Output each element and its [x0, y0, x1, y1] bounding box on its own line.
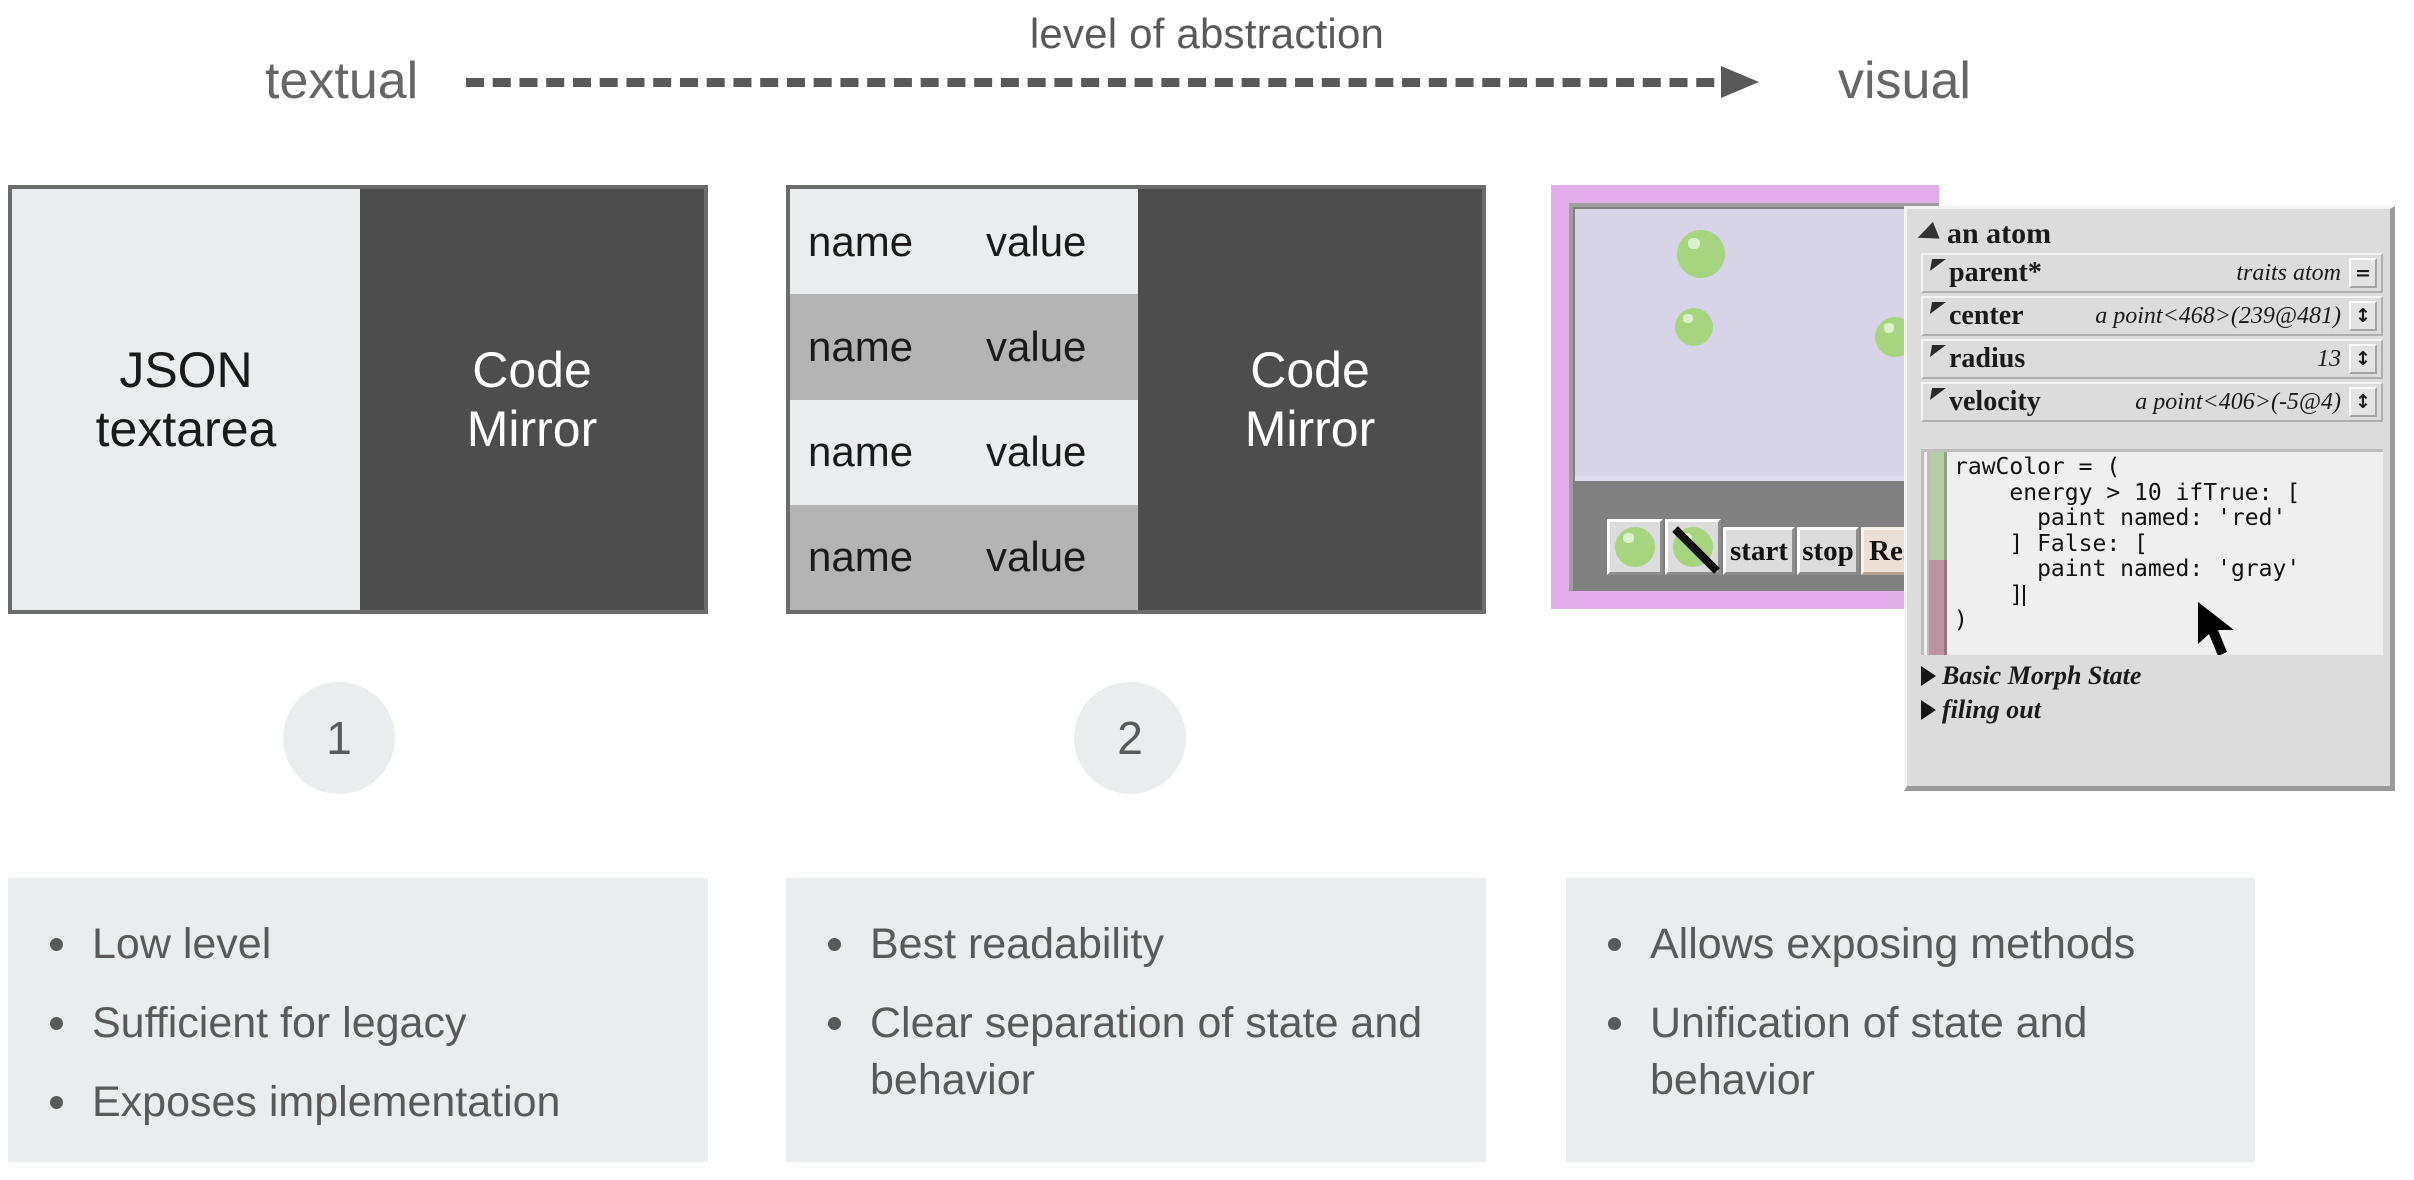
gutter-pink-band — [1929, 560, 1947, 655]
field-value: a point<406>(-5@4) — [2135, 388, 2341, 415]
bullet-box-3: Allows exposing methods Unification of s… — [1566, 878, 2255, 1162]
atom-icon — [1615, 527, 1655, 567]
object-inspector-window[interactable]: an atom parent* traits atom = center a p… — [1904, 206, 2395, 791]
table-cell-value: value — [986, 428, 1087, 476]
field-grip-icon[interactable]: ↕ — [2349, 387, 2377, 417]
table-cell-value: value — [986, 533, 1087, 581]
bullet-box-2: Best readability Clear separation of sta… — [786, 878, 1486, 1162]
inspector-field-parent[interactable]: parent* traits atom = — [1921, 253, 2383, 293]
list-item: Best readability — [828, 916, 1456, 973]
panel-name-value-table: name value name value name value name va… — [786, 185, 1486, 614]
field-grip-icon[interactable]: ↕ — [2349, 344, 2377, 374]
atom-morph[interactable] — [1675, 308, 1713, 346]
expander-label: filing out — [1942, 695, 2041, 724]
expander-label: Basic Morph State — [1942, 661, 2142, 690]
field-value: traits atom — [2236, 259, 2341, 286]
expander-basic-morph-state[interactable]: Basic Morph State — [1921, 661, 2141, 691]
codemirror-label-1-line1: Code — [472, 341, 592, 398]
table-row[interactable]: name value — [790, 504, 1138, 610]
text-caret — [2023, 584, 2026, 606]
bullet-list-3: Allows exposing methods Unification of s… — [1608, 916, 2225, 1108]
atom-prototype-button[interactable] — [1607, 519, 1663, 575]
panel-json-textarea: JSON textarea Code Mirror — [8, 185, 708, 614]
axis-right-label: visual — [1838, 52, 1971, 110]
bullet-list-1: Low level Sufficient for legacy Exposes … — [50, 916, 678, 1130]
table-cell-name: name — [808, 428, 914, 476]
codemirror-region-1[interactable]: Code Mirror — [360, 189, 704, 610]
axis-left-label: textual — [265, 52, 419, 110]
atom-morph[interactable] — [1677, 230, 1725, 278]
bullet-box-1: Low level Sufficient for legacy Exposes … — [8, 878, 708, 1162]
slash-icon — [1672, 526, 1720, 574]
name-value-table: name value name value name value name va… — [790, 189, 1138, 610]
field-value: a point<468>(239@481) — [2095, 302, 2341, 329]
list-item: Allows exposing methods — [1608, 916, 2225, 973]
field-name: parent* — [1949, 257, 2042, 288]
codemirror-region-2[interactable]: Code Mirror — [1138, 189, 1482, 610]
axis-arrowhead-icon — [1721, 66, 1759, 98]
field-name: center — [1949, 300, 2024, 331]
axis-dashed-line — [466, 78, 1741, 87]
mouse-cursor-icon — [2198, 602, 2234, 655]
field-value: 13 — [2317, 345, 2341, 372]
gutter-green-band — [1929, 452, 1947, 560]
simulation-canvas[interactable] — [1575, 209, 1939, 481]
table-cell-name: name — [808, 533, 914, 581]
axis-arrow-icon — [466, 66, 1798, 98]
codemirror-label-2-line2: Mirror — [1244, 400, 1376, 457]
inspector-field-center[interactable]: center a point<468>(239@481) ↕ — [1921, 296, 2383, 336]
list-item: Unification of state and behavior — [1608, 995, 2225, 1109]
field-name: radius — [1949, 343, 2026, 374]
table-cell-name: name — [808, 217, 914, 265]
list-item: Exposes implementation — [50, 1074, 678, 1131]
json-textarea-label-line2: textarea — [95, 400, 277, 457]
stop-button[interactable]: stop — [1797, 527, 1859, 575]
collapse-triangle-icon[interactable] — [1914, 221, 1940, 247]
inspector-code-editor[interactable]: rawColor = ( energy > 10 ifTrue: [ paint… — [1921, 449, 2383, 655]
field-flag-icon — [1929, 259, 1947, 271]
codemirror-label-1-line2: Mirror — [466, 400, 598, 457]
field-flag-icon — [1929, 345, 1947, 357]
codemirror-label-1: Code Mirror — [467, 341, 598, 459]
table-row[interactable]: name value — [790, 399, 1138, 505]
expand-triangle-icon — [1921, 700, 1936, 720]
expander-filing-out[interactable]: filing out — [1921, 695, 2041, 725]
expand-triangle-icon — [1921, 666, 1936, 686]
codemirror-label-2-line1: Code — [1250, 341, 1370, 398]
inspector-field-radius[interactable]: radius 13 ↕ — [1921, 339, 2383, 379]
field-flag-icon — [1929, 302, 1947, 314]
step-badge-2: 2 — [1074, 682, 1186, 794]
inspector-field-list: parent* traits atom = center a point<468… — [1921, 253, 2383, 425]
table-row[interactable]: name value — [790, 294, 1138, 400]
inspector-field-velocity[interactable]: velocity a point<406>(-5@4) ↕ — [1921, 382, 2383, 422]
morphic-world-frame: start stop Resi — [1569, 203, 1939, 591]
field-grip-icon[interactable]: ↕ — [2349, 301, 2377, 331]
table-cell-value: value — [986, 322, 1087, 370]
code-text: rawColor = ( energy > 10 ifTrue: [ paint… — [1954, 454, 2301, 633]
bullet-list-2: Best readability Clear separation of sta… — [828, 916, 1456, 1108]
simulation-toolbar: start stop Resi — [1575, 489, 1939, 591]
list-item: Sufficient for legacy — [50, 995, 678, 1052]
table-cell-value: value — [986, 217, 1087, 265]
list-item: Clear separation of state and behavior — [828, 995, 1456, 1109]
json-textarea-label: JSON textarea — [96, 341, 277, 459]
json-textarea-label-line1: JSON — [119, 341, 253, 398]
start-button[interactable]: start — [1723, 527, 1795, 575]
json-textarea-region[interactable]: JSON textarea — [12, 189, 360, 610]
inspector-title-bar[interactable]: an atom — [1914, 215, 2052, 253]
codemirror-label-2: Code Mirror — [1245, 341, 1376, 459]
panel-morphic-world: start stop Resi — [1551, 185, 1939, 609]
field-grip-icon[interactable]: = — [2349, 258, 2377, 288]
abstraction-axis: textual visual — [0, 50, 2414, 112]
list-item: Low level — [50, 916, 678, 973]
atom-slash-button[interactable] — [1665, 519, 1721, 575]
field-name: velocity — [1949, 386, 2041, 417]
table-cell-name: name — [808, 322, 914, 370]
inspector-title-label: an atom — [1947, 217, 2052, 250]
axis-title: level of abstraction — [1029, 10, 1385, 57]
table-row[interactable]: name value — [790, 189, 1138, 295]
step-badge-1: 1 — [283, 682, 395, 794]
field-flag-icon — [1929, 388, 1947, 400]
code-gutter — [1927, 452, 1947, 655]
